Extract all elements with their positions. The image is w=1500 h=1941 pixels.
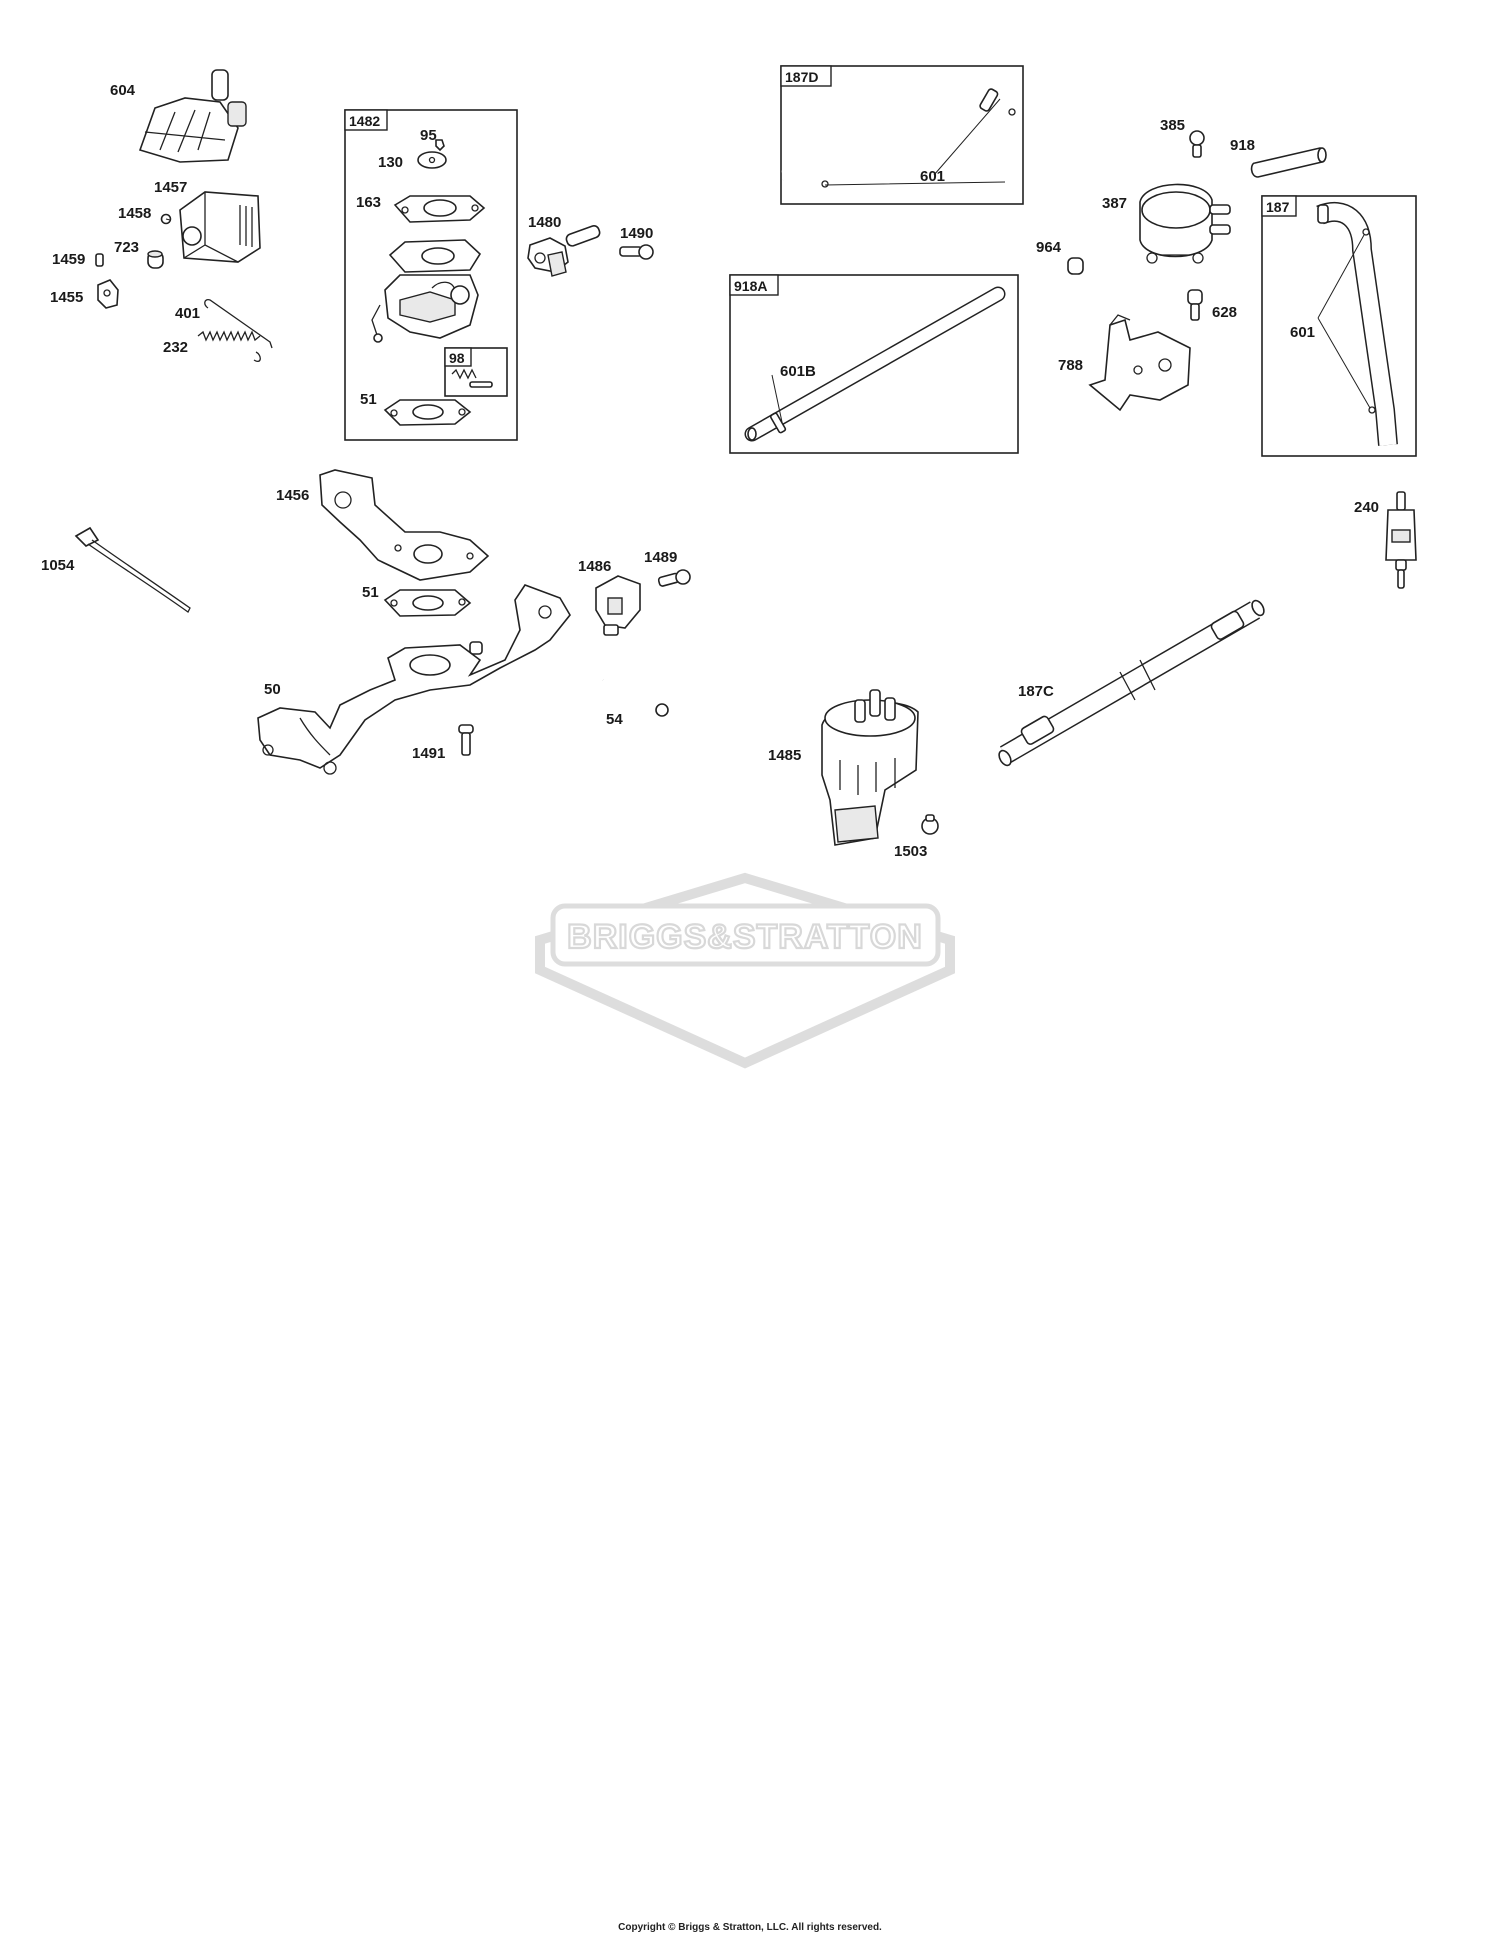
part-387-fuel-pump xyxy=(1139,183,1231,264)
label-1486: 1486 xyxy=(578,558,611,575)
part-98-needle-spring xyxy=(451,368,493,388)
label-1459: 1459 xyxy=(52,251,85,268)
part-51-gasket xyxy=(383,589,472,617)
tag-187D xyxy=(780,65,832,87)
part-1489-screw xyxy=(657,569,691,587)
part-964-cap xyxy=(1067,257,1084,275)
part-1455-bracket xyxy=(97,279,119,309)
part-1480-solenoid xyxy=(527,224,601,277)
label-628: 628 xyxy=(1212,304,1237,321)
part-723-bushing xyxy=(147,250,164,269)
label-187D: 187D xyxy=(785,69,818,85)
copyright-notice: Copyright © Briggs & Stratton, LLC. All … xyxy=(618,1922,882,1933)
part-385-screw xyxy=(1189,130,1205,158)
label-1485: 1485 xyxy=(768,747,801,764)
label-95: 95 xyxy=(420,127,437,144)
label-788: 788 xyxy=(1058,357,1083,374)
label-1457: 1457 xyxy=(154,179,187,196)
label-918: 918 xyxy=(1230,137,1255,154)
part-1491-screw xyxy=(458,724,474,756)
label-50: 50 xyxy=(264,681,281,698)
part-1456-plate xyxy=(319,469,490,581)
label-54: 54 xyxy=(606,711,623,728)
label-1480: 1480 xyxy=(528,214,561,231)
tag-1482 xyxy=(344,109,388,131)
part-50-intake-manifold xyxy=(257,584,571,775)
part-130-plug xyxy=(417,151,447,169)
part-1482-carburetor-body xyxy=(371,239,482,343)
label-1482: 1482 xyxy=(349,113,380,129)
part-1490-screw xyxy=(619,244,654,260)
tag-918A xyxy=(729,274,779,296)
label-1491: 1491 xyxy=(412,745,445,762)
frame-918A xyxy=(729,274,1019,454)
label-964: 964 xyxy=(1036,239,1062,256)
label-601B: 601B xyxy=(780,363,816,380)
label-163: 163 xyxy=(356,194,381,211)
label-51: 51 xyxy=(362,584,379,601)
part-788-bracket xyxy=(1088,314,1191,412)
label-98: 98 xyxy=(449,350,465,366)
part-187-hose xyxy=(1316,201,1398,446)
part-1503-screw xyxy=(921,814,939,835)
brand-watermark: BRIGGS&STRATTON xyxy=(535,872,955,1069)
label-1456: 1456 xyxy=(276,487,309,504)
part-163-gasket-upper xyxy=(393,195,486,223)
label-51-kit: 51 xyxy=(360,391,377,408)
label-1458: 1458 xyxy=(118,205,151,222)
label-601-upper: 601 xyxy=(920,168,945,185)
label-604: 604 xyxy=(110,82,136,99)
frame-187 xyxy=(1261,195,1417,457)
label-187C: 187C xyxy=(1018,683,1054,700)
part-918A-tube xyxy=(744,286,1006,442)
label-187: 187 xyxy=(1266,199,1290,215)
part-232-spring xyxy=(197,330,261,362)
label-1490: 1490 xyxy=(620,225,653,242)
part-240-fuel-filter xyxy=(1385,491,1417,589)
part-604-housing xyxy=(138,69,247,163)
label-918A: 918A xyxy=(734,278,767,294)
part-628-screw xyxy=(1187,289,1203,321)
part-1459-pin xyxy=(95,253,104,267)
frame-1482 xyxy=(344,109,518,441)
label-387: 387 xyxy=(1102,195,1127,212)
label-240: 240 xyxy=(1354,499,1379,516)
part-187C-fuel-line xyxy=(998,599,1265,767)
label-130: 130 xyxy=(378,154,403,171)
part-95-jet xyxy=(435,139,445,152)
part-401-link-rod xyxy=(204,299,273,349)
tag-98 xyxy=(444,347,472,367)
label-1054: 1054 xyxy=(41,557,75,574)
frame-98 xyxy=(444,347,508,397)
watermark-text: BRIGGS&STRATTON xyxy=(567,918,923,956)
label-1503: 1503 xyxy=(894,843,927,860)
part-918-hose xyxy=(1250,147,1327,178)
label-723: 723 xyxy=(114,239,139,256)
label-232: 232 xyxy=(163,339,188,356)
part-1486-sensor xyxy=(595,575,641,636)
part-1054-cable-tie xyxy=(74,526,191,613)
part-54-stud xyxy=(602,678,669,717)
leader-lines xyxy=(165,98,1371,423)
label-601-right: 601 xyxy=(1290,324,1315,341)
part-187D-hose xyxy=(781,80,1016,190)
part-1485-fuel-module xyxy=(821,689,919,846)
label-385: 385 xyxy=(1160,117,1185,134)
label-1489: 1489 xyxy=(644,549,677,566)
part-1457-motor xyxy=(179,191,261,263)
tag-187 xyxy=(1261,195,1297,217)
part-51-gasket-in-kit xyxy=(383,399,472,426)
part-labels: 604 1482 95 130 163 1457 1458 723 1459 1… xyxy=(41,69,1379,860)
frame-187D xyxy=(780,65,1024,205)
label-401: 401 xyxy=(175,305,200,322)
label-1455: 1455 xyxy=(50,289,83,306)
